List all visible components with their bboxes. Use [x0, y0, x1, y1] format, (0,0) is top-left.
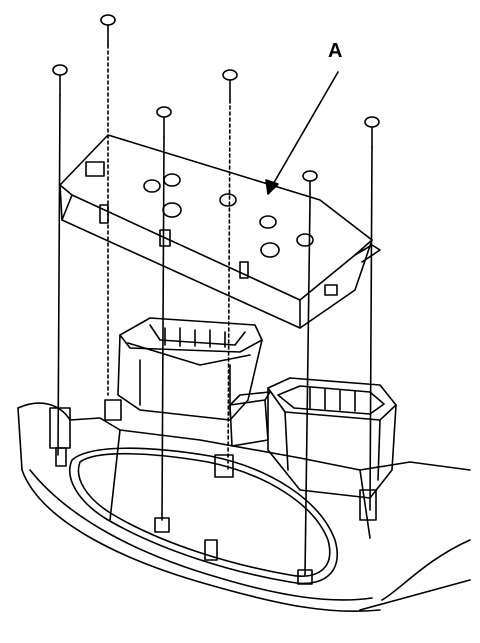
screw-6: [303, 171, 317, 575]
air-vent-right: [230, 378, 396, 498]
callout-arrow: [266, 72, 338, 194]
screw-5: [365, 117, 379, 510]
screw-3: [223, 70, 237, 470]
callout-label: A: [328, 40, 343, 62]
dashboard-panel: [18, 400, 470, 611]
screws: [53, 15, 379, 575]
screw-2: [53, 65, 67, 455]
screw-1: [101, 15, 115, 395]
screw-4: [157, 107, 171, 520]
air-vent-left: [118, 318, 262, 420]
